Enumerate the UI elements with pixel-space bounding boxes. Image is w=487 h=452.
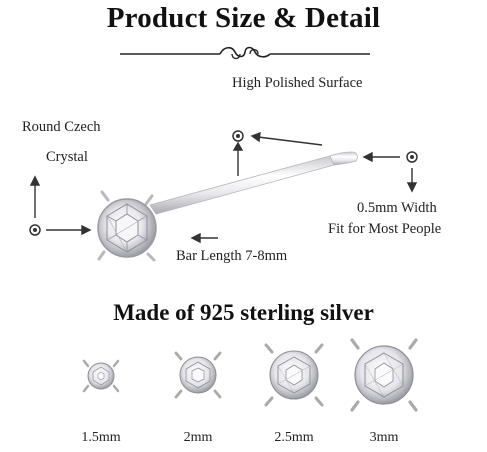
size-label-2mm: 2mm [183,430,213,445]
arrow-surface-left [250,131,323,146]
arrow-crystal-up [29,175,41,218]
crystal-label-line2: Crystal [46,149,88,165]
pointer-dot-width [406,151,418,163]
round-crystal [97,190,157,262]
size-label-2-5mm: 2.5mm [274,430,314,445]
size-label-3mm: 3mm [369,430,399,445]
pointer-dot-surface [232,130,244,142]
arrow-bar-length [190,232,218,244]
size-gems-row [82,338,418,412]
size-label-1-5mm: 1.5mm [81,430,121,445]
pointer-dot-crystal [29,224,41,236]
bar-length-label: Bar Length 7-8mm [176,248,288,264]
surface-label: High Polished Surface [232,75,363,91]
gem-2-5mm [264,343,324,407]
arrow-width-left [362,151,400,163]
material-title: Made of 925 sterling silver [113,300,374,325]
arrow-crystal-right [46,224,92,236]
page-title: Product Size & Detail [106,2,381,34]
arrow-surface-up [232,141,244,176]
gem-1-5mm [82,359,120,393]
crystal-label-line1: Round Czech [22,119,101,135]
product-diagram [29,130,418,262]
width-label-line1: 0.5mm Width [357,200,437,216]
stud-bar [149,151,358,215]
ornament-divider [120,46,370,60]
width-label-line2: Fit for Most People [328,221,442,237]
arrow-width-down [406,168,418,193]
gem-3mm [350,338,418,412]
gem-2mm [174,351,222,399]
